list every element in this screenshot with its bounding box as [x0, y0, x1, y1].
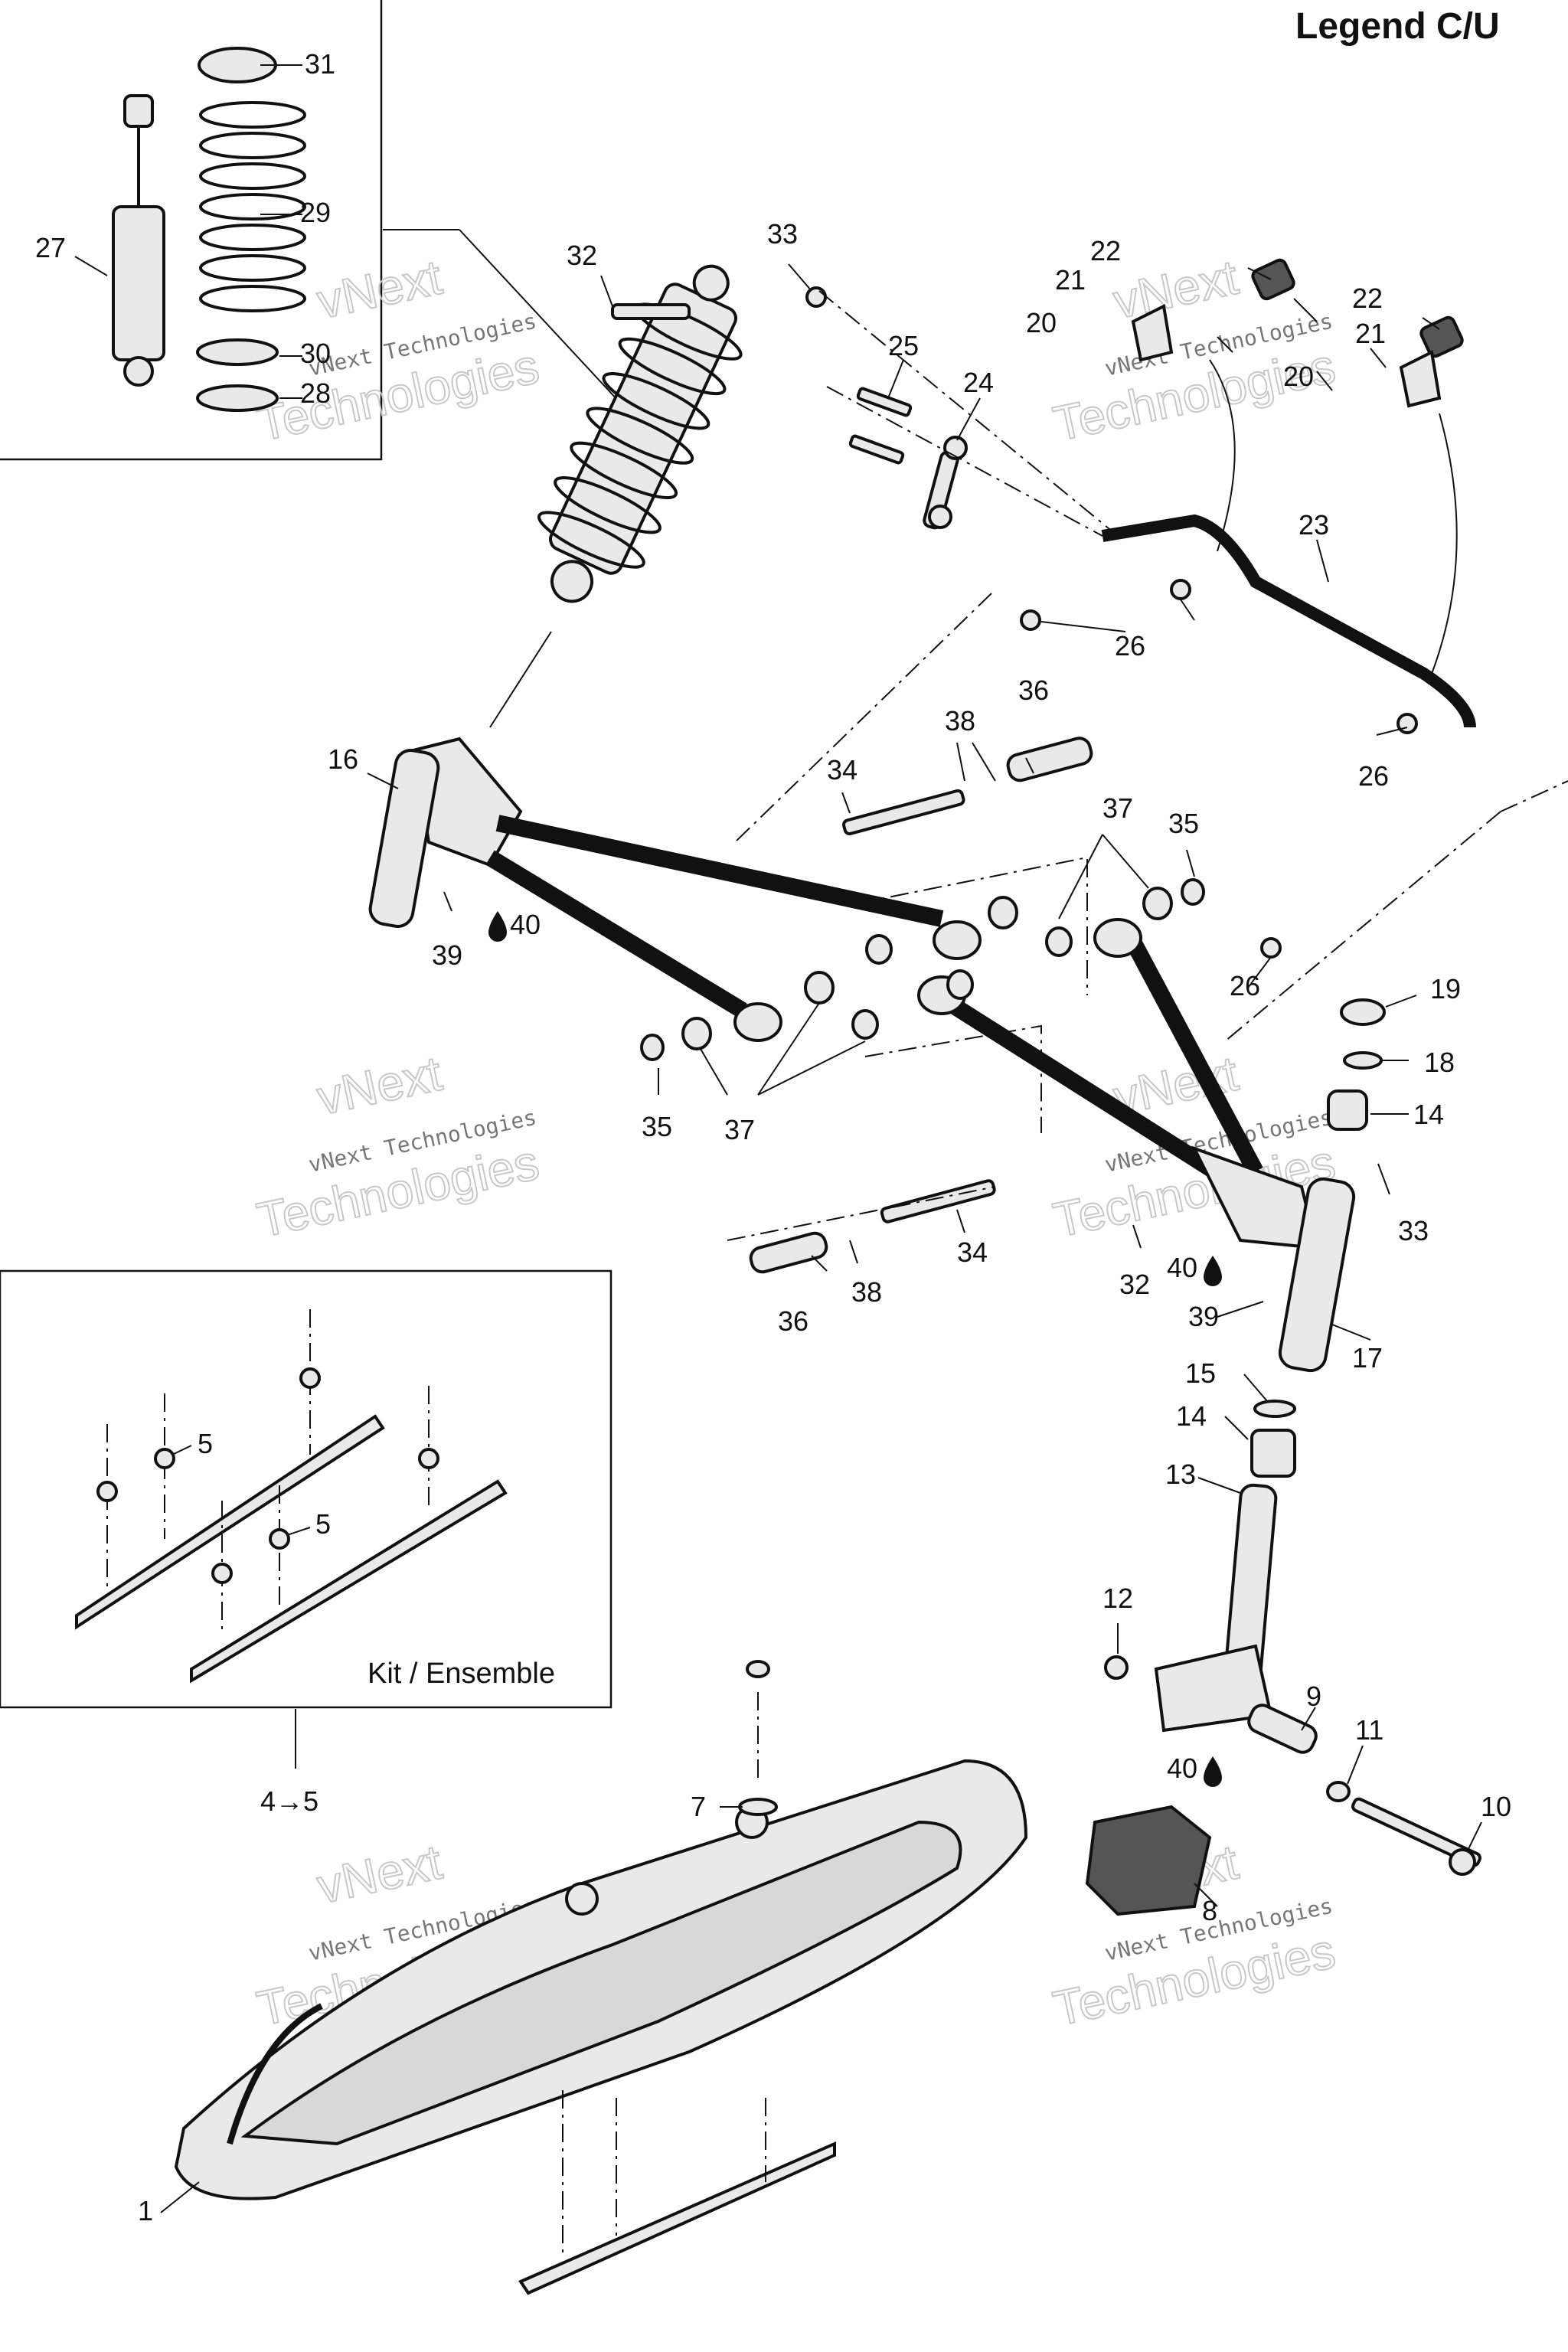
- callout-14-b: 14: [1413, 1099, 1444, 1130]
- callout-15: 15: [1185, 1357, 1216, 1389]
- callout-leaders: [74, 64, 1482, 2213]
- callout-7: 7: [691, 1791, 706, 1822]
- spacer-36-upper: [1006, 737, 1093, 782]
- svg-text:vNext: vNext: [312, 1834, 446, 1914]
- callout-40-c: 40: [1167, 1753, 1197, 1784]
- callout-39-a: 39: [432, 939, 462, 971]
- svg-text:vNext: vNext: [312, 1046, 446, 1125]
- callout-37-a: 37: [1102, 792, 1133, 824]
- lower-a-arm: [917, 918, 1356, 1373]
- bolt-32-top: [611, 303, 691, 320]
- pivot-bolt-34-upper: [842, 789, 965, 836]
- svg-text:vNext: vNext: [312, 250, 446, 329]
- callout-16: 16: [328, 743, 358, 775]
- oil-drop-icon: [1204, 1756, 1222, 1787]
- pivot-bolt-34-lower: [880, 1179, 996, 1223]
- callout-11: 11: [1355, 1714, 1383, 1746]
- kit-frame: [0, 1269, 612, 1709]
- callout-39-b: 39: [1188, 1301, 1219, 1332]
- bumper: [1085, 1805, 1212, 1916]
- callout-26-b: 26: [1358, 760, 1389, 792]
- oil-drop-icon: [488, 911, 507, 942]
- callout-33-a: 33: [767, 218, 798, 250]
- callout-38-b: 38: [851, 1276, 882, 1308]
- callout-8: 8: [1202, 1895, 1217, 1926]
- callout-34-b: 34: [957, 1236, 988, 1268]
- callout-35-b: 35: [642, 1111, 672, 1142]
- callout-29: 29: [300, 197, 331, 228]
- shock-absorber: [537, 264, 743, 603]
- svg-text:vNext: vNext: [1109, 250, 1243, 329]
- sway-bar: [1101, 514, 1476, 728]
- pivot-bushings: [640, 878, 1205, 1061]
- callout-40-c-group: 40: [1167, 1753, 1222, 1787]
- callout-40-b: 40: [1167, 1252, 1197, 1283]
- callout-32-b: 32: [1119, 1269, 1150, 1300]
- upper-a-arm: [368, 737, 982, 1042]
- kit-range-label: 4→5: [260, 1785, 318, 1817]
- callout-26-a: 26: [1115, 630, 1145, 662]
- callout-21-b: 21: [1355, 318, 1386, 349]
- callout-35-a: 35: [1168, 808, 1199, 839]
- callout-34-a: 34: [827, 754, 858, 786]
- spindle: [1104, 1400, 1296, 1733]
- callout-labels: 1 5 5 7 8 9 10 11 12 13 14 14 15 16 17 1…: [35, 48, 1511, 2226]
- callout-9: 9: [1306, 1681, 1321, 1712]
- callout-40-a-group: 40: [488, 909, 541, 942]
- callout-20-a: 20: [1026, 307, 1057, 338]
- callout-28: 28: [300, 377, 331, 409]
- kit-runners: [75, 1309, 508, 1684]
- callout-40-b-group: 40: [1167, 1252, 1222, 1286]
- callout-1: 1: [138, 2195, 153, 2226]
- callout-23: 23: [1298, 509, 1329, 541]
- callout-5-b: 5: [315, 1508, 331, 1540]
- callout-33-b: 33: [1398, 1215, 1429, 1246]
- callout-22-b: 22: [1352, 283, 1383, 314]
- page-title: Legend C/U: [1295, 6, 1500, 47]
- callout-10: 10: [1481, 1791, 1511, 1822]
- callout-5-a: 5: [198, 1428, 213, 1459]
- callout-26-c: 26: [1230, 970, 1260, 1001]
- carbide-runner: [518, 2141, 836, 2295]
- callout-30: 30: [300, 338, 331, 369]
- callout-13: 13: [1165, 1459, 1196, 1490]
- kit-label: Kit / Ensemble: [368, 1658, 555, 1690]
- callout-32-a: 32: [567, 240, 597, 271]
- callout-27: 27: [35, 232, 66, 263]
- callout-19: 19: [1430, 973, 1461, 1004]
- callout-21-a: 21: [1055, 264, 1086, 296]
- spacer-36-lower: [749, 1231, 828, 1274]
- callout-36-b: 36: [778, 1305, 808, 1337]
- callout-40-a: 40: [510, 909, 541, 940]
- callout-24: 24: [963, 367, 994, 398]
- callout-25: 25: [888, 330, 919, 361]
- ski: [174, 1759, 1028, 2200]
- callout-12: 12: [1102, 1583, 1133, 1614]
- callout-20-b: 20: [1283, 361, 1314, 392]
- callout-18: 18: [1424, 1047, 1455, 1078]
- inset-shock-parts: [112, 47, 306, 412]
- callout-17: 17: [1352, 1342, 1383, 1374]
- callout-31: 31: [305, 48, 335, 80]
- callout-37-b: 37: [724, 1114, 755, 1145]
- callout-22-a: 22: [1090, 235, 1121, 266]
- callout-38-a: 38: [945, 705, 975, 737]
- oil-drop-icon: [1204, 1256, 1222, 1286]
- callout-36-a: 36: [1018, 675, 1049, 706]
- shock-inset-frame: [0, 0, 383, 461]
- callout-14-a: 14: [1176, 1400, 1207, 1432]
- sway-bar-link: [923, 436, 968, 530]
